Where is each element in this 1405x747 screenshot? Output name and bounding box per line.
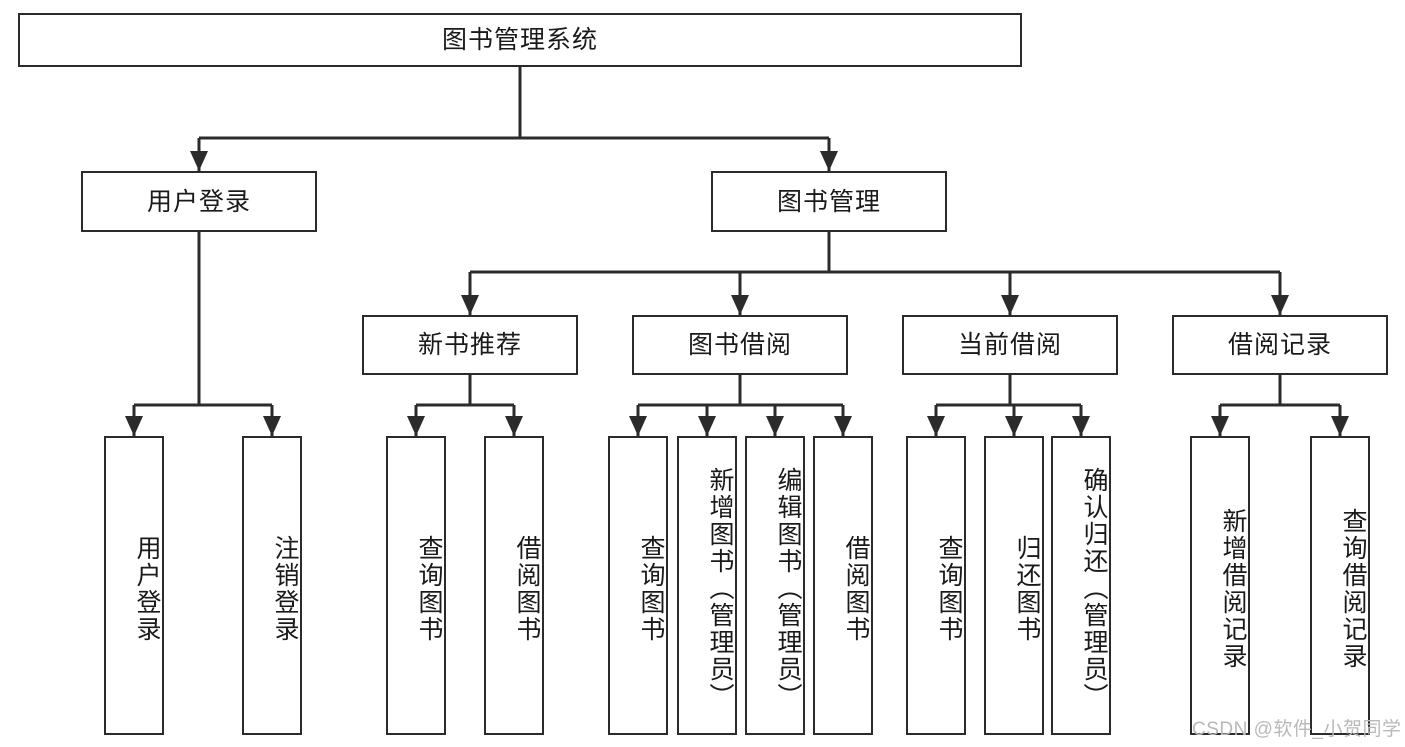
node-current-borrow: 当前借阅 <box>902 315 1118 375</box>
node-label: 当前借阅 <box>957 331 1062 359</box>
node-label: 新增借阅记录 <box>1219 507 1247 670</box>
node-label: 借阅图书 <box>842 534 870 643</box>
node-leaf-borrow-book-2: 借阅图书 <box>813 436 873 735</box>
node-borrow-record: 借阅记录 <box>1172 315 1388 375</box>
node-label: 新增图书（管理员） <box>706 467 734 710</box>
node-label: 查询借阅记录 <box>1339 507 1367 670</box>
node-label: 借阅图书 <box>513 534 541 643</box>
node-label: 用户登录 <box>146 187 251 216</box>
node-new-book-rec: 新书推荐 <box>362 315 578 375</box>
connector-arrowhead <box>834 416 852 436</box>
node-book-manage: 图书管理 <box>711 171 947 232</box>
connector-arrowhead <box>407 416 425 436</box>
node-root: 图书管理系统 <box>18 13 1022 67</box>
connector-arrowhead <box>1072 416 1090 436</box>
node-leaf-query-book-2: 查询图书 <box>608 436 668 735</box>
connector-arrowhead <box>461 295 479 315</box>
node-label: 归还图书 <box>1013 534 1041 643</box>
node-label: 图书管理 <box>776 187 881 216</box>
watermark: CSDN @软件_小贺同学 <box>1192 719 1402 740</box>
node-label: 图书借阅 <box>687 331 792 359</box>
node-label: 查询图书 <box>415 534 443 643</box>
node-book-borrow: 图书借阅 <box>632 315 848 375</box>
connector-arrowhead <box>820 151 838 171</box>
connector-arrowhead <box>125 416 143 436</box>
node-leaf-confirm-return: 确认归还（管理员） <box>1051 436 1111 735</box>
node-label: 用户登录 <box>133 534 161 643</box>
node-label: 借阅记录 <box>1227 331 1332 359</box>
node-label: 查询图书 <box>637 534 665 643</box>
connector-arrowhead <box>505 416 523 436</box>
node-label: 注销登录 <box>271 534 299 643</box>
node-leaf-query-record: 查询借阅记录 <box>1310 436 1370 735</box>
connector-arrowhead <box>1001 295 1019 315</box>
node-user-login: 用户登录 <box>81 171 317 232</box>
connector-arrowhead <box>1211 416 1229 436</box>
node-label: 新书推荐 <box>417 331 522 359</box>
connector-arrowhead <box>1005 416 1023 436</box>
connector-arrowhead <box>927 416 945 436</box>
connector-arrowhead <box>766 416 784 436</box>
connector-arrowhead <box>698 416 716 436</box>
node-leaf-borrow-book-1: 借阅图书 <box>484 436 544 735</box>
connector-arrowhead <box>263 416 281 436</box>
node-leaf-query-book-1: 查询图书 <box>386 436 446 735</box>
node-leaf-query-book-3: 查询图书 <box>906 436 966 735</box>
connector-arrowhead <box>629 416 647 436</box>
node-leaf-return-book: 归还图书 <box>984 436 1044 735</box>
node-leaf-logout: 注销登录 <box>242 436 302 735</box>
node-leaf-edit-book: 编辑图书（管理员） <box>745 436 805 735</box>
node-leaf-user-login: 用户登录 <box>104 436 164 735</box>
node-label: 编辑图书（管理员） <box>774 467 802 710</box>
node-label: 确认归还（管理员） <box>1080 467 1108 710</box>
connector-arrowhead <box>1331 416 1349 436</box>
node-label: 图书管理系统 <box>441 26 598 54</box>
node-leaf-add-record: 新增借阅记录 <box>1190 436 1250 735</box>
connector-arrowhead <box>190 151 208 171</box>
connector-arrowhead <box>1271 295 1289 315</box>
node-label: 查询图书 <box>935 534 963 643</box>
node-leaf-add-book: 新增图书（管理员） <box>677 436 737 735</box>
connector-arrowhead <box>731 295 749 315</box>
